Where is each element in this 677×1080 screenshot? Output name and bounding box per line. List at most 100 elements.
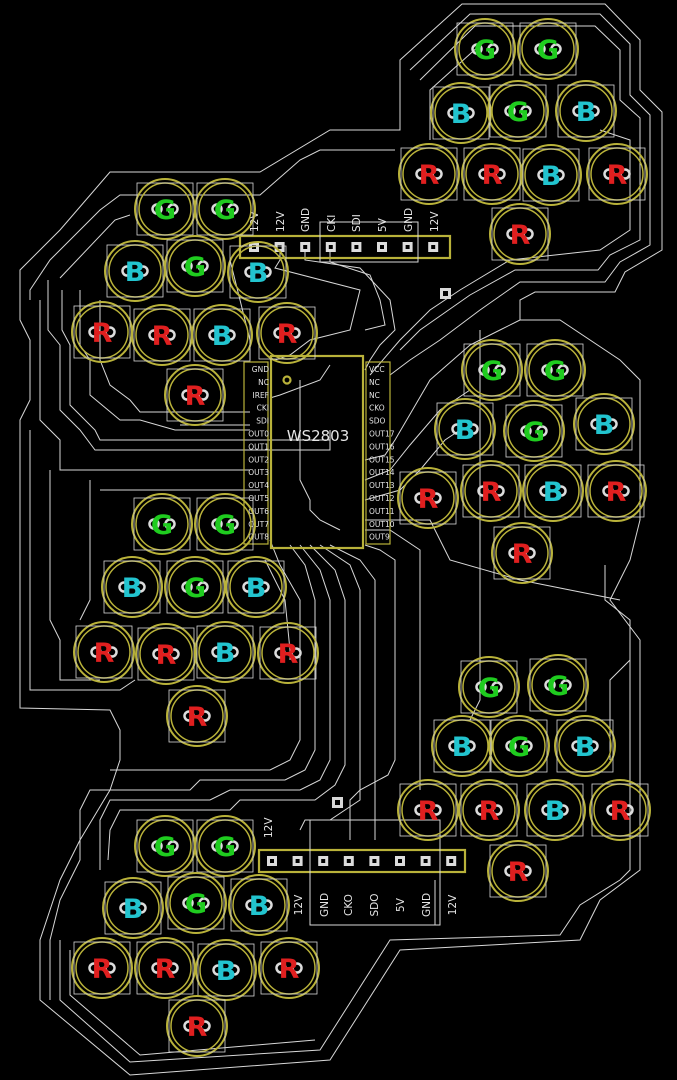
trace-center-8	[264, 559, 291, 660]
led-pad-b	[261, 899, 273, 911]
led-footprint	[399, 783, 457, 837]
bottom-header-pad-hole-3	[346, 859, 351, 863]
led-pad-b	[430, 804, 442, 816]
led-footprint	[526, 783, 584, 837]
led-footprint	[463, 147, 521, 201]
chip-left-pin-0: GND	[252, 365, 269, 374]
led-outer-ring	[487, 80, 549, 142]
led-pad-a	[447, 107, 459, 119]
chip-left-pin-3: CKI	[257, 404, 269, 413]
led-r: R	[257, 622, 319, 684]
led-footprint	[75, 625, 133, 679]
led-footprint	[436, 402, 494, 456]
led-r: R	[73, 621, 135, 683]
trace-center-1	[99, 544, 331, 870]
top-header-pad-hole-3	[328, 245, 333, 249]
led-g: G	[194, 815, 256, 877]
led-outer-ring	[431, 715, 493, 777]
top-header-label-1: 12V	[275, 211, 287, 232]
led-pad-a	[477, 485, 489, 497]
led-pad-b	[168, 648, 180, 660]
led-letter: R	[92, 954, 113, 985]
led-outer-ring	[460, 460, 522, 522]
led-outer-ring	[397, 467, 459, 529]
led-pad-b	[464, 740, 476, 752]
led-b: B	[101, 556, 163, 618]
led-footprint	[591, 783, 649, 837]
led-pad-b	[199, 710, 211, 722]
led-outer-ring	[102, 877, 164, 939]
led-pad-a	[571, 740, 583, 752]
led-pad-a	[508, 547, 520, 559]
led-pad-b	[198, 897, 210, 909]
vias	[332, 288, 451, 808]
bottom-header-pad-hole-1	[295, 859, 300, 863]
led-letter: B	[249, 891, 270, 922]
led-letter: G	[508, 732, 530, 763]
led-footprint	[229, 245, 287, 299]
led-letter: B	[123, 894, 144, 925]
led-letter: B	[215, 638, 236, 669]
led-pad-b	[199, 1020, 211, 1032]
chip-left-pin-13: OUT8	[248, 533, 269, 542]
led-g: G	[164, 235, 226, 297]
led-pad-a	[471, 43, 483, 55]
led-outer-ring	[101, 556, 163, 618]
led-outer-ring	[227, 241, 289, 303]
chip-left-pin-9: OUT4	[248, 481, 269, 490]
led-pad-a	[415, 168, 427, 180]
led-outer-ring	[524, 339, 586, 401]
bottom-header-pad-hole-2	[321, 859, 326, 863]
trace-tr-2	[399, 25, 641, 351]
led-footprint	[196, 182, 254, 236]
led-pad-b	[227, 840, 239, 852]
led-pad-b	[224, 329, 236, 341]
led-footprint	[258, 306, 316, 360]
led-footprint	[489, 84, 547, 138]
led-letter: R	[479, 796, 500, 827]
led-footprint	[103, 560, 161, 614]
led-footprint	[168, 999, 226, 1053]
led-pad-a	[275, 962, 287, 974]
led-b: B	[430, 82, 492, 144]
led-outer-ring	[228, 874, 290, 936]
led-pad-b	[522, 228, 534, 240]
led-pad-a	[590, 418, 602, 430]
led-pad-b	[104, 962, 116, 974]
led-b: B	[102, 877, 164, 939]
led-outer-ring	[195, 939, 257, 1001]
led-pad-b	[493, 485, 505, 497]
led-r: R	[461, 143, 523, 205]
led-footprint	[460, 660, 518, 714]
led-letter: G	[507, 97, 529, 128]
led-letter: G	[184, 573, 206, 604]
led-letter: R	[481, 477, 502, 508]
led-r: R	[487, 840, 549, 902]
led-letter: R	[510, 220, 531, 251]
trace-left-4	[29, 430, 136, 691]
led-pad-b	[618, 485, 630, 497]
led-r: R	[71, 301, 133, 363]
led-outer-ring	[194, 493, 256, 555]
led-pad-b	[167, 962, 179, 974]
led-outer-ring	[555, 80, 617, 142]
led-footprint	[524, 464, 582, 518]
led-letter: R	[482, 160, 503, 191]
led-pad-a	[208, 329, 220, 341]
led-letter: B	[122, 573, 143, 604]
led-footprint	[529, 658, 587, 712]
led-footprint	[167, 876, 225, 930]
led-b: B	[555, 80, 617, 142]
trace-left-2	[61, 290, 331, 441]
led-pad-b	[137, 265, 149, 277]
led-footprint	[588, 147, 646, 201]
led-pad-a	[244, 266, 256, 278]
led-pad-a	[242, 581, 254, 593]
led-footprint	[73, 305, 131, 359]
led-letter: G	[523, 417, 545, 448]
led-outer-ring	[191, 304, 253, 366]
